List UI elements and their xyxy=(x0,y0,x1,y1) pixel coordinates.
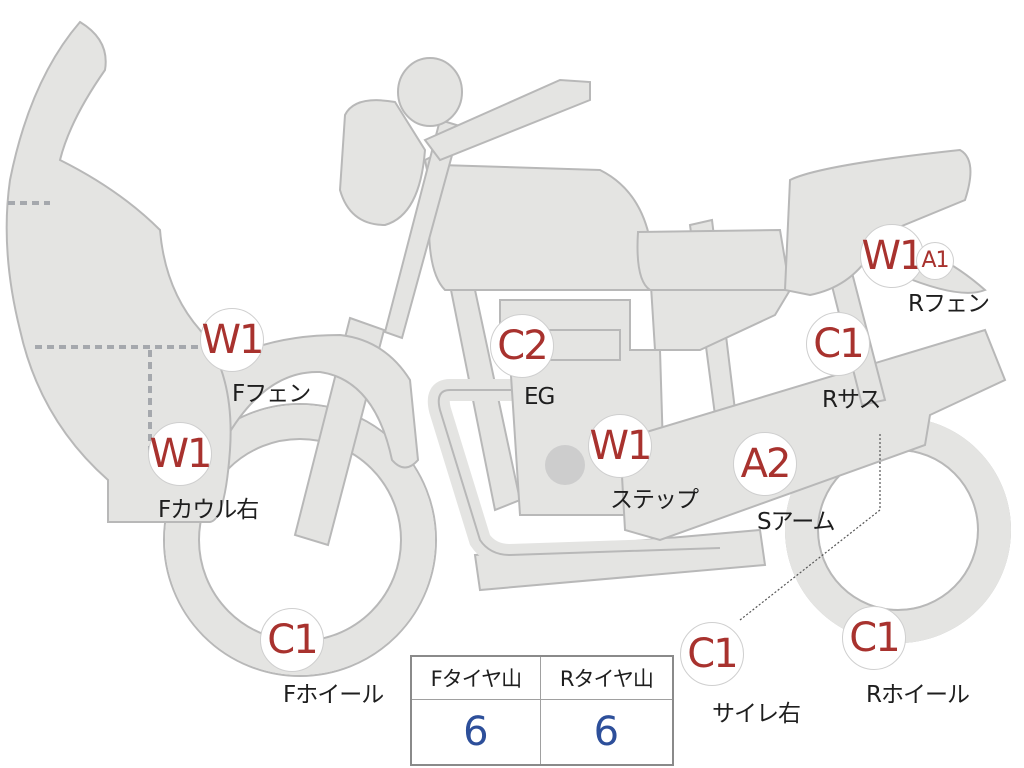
label-f-cowl-right: Fカウル右 xyxy=(158,497,259,523)
grade-badge-f-wheel: C1 xyxy=(260,608,324,672)
label-step: ステップ xyxy=(610,487,699,513)
label-swing-arm: Sアーム xyxy=(757,509,836,535)
grade-badge-r-fender-secondary: A1 xyxy=(916,242,954,280)
label-r-wheel: Rホイール xyxy=(866,682,970,708)
grade-badge-r-suspension: C1 xyxy=(806,312,870,376)
grade-badge-engine: C2 xyxy=(490,314,554,378)
handle-bar xyxy=(423,78,591,162)
r-tire-tread-value: 6 xyxy=(539,699,674,766)
tire-tread-table: Fタイヤ山 Rタイヤ山 6 6 xyxy=(410,655,674,766)
label-muffler-right: サイレ右 xyxy=(712,701,801,727)
headlight xyxy=(397,57,463,127)
label-engine: EG xyxy=(524,384,555,410)
front-fender xyxy=(208,333,420,469)
grade-badge-r-fender: W1 xyxy=(860,224,925,288)
exhaust-pipes xyxy=(427,379,721,567)
tire-tread-value-row: 6 6 xyxy=(410,699,674,766)
meter xyxy=(338,99,427,227)
label-r-fender: Rフェン xyxy=(908,291,990,317)
label-f-fender: Fフェン xyxy=(232,381,311,407)
swing-arm xyxy=(618,328,1007,542)
seat xyxy=(636,228,792,291)
tire-tread-header-row: Fタイヤ山 Rタイヤ山 xyxy=(410,655,674,700)
fuel-tank xyxy=(428,163,657,291)
label-f-wheel: Fホイール xyxy=(283,682,384,708)
grade-badge-muffler-right: C1 xyxy=(680,622,744,686)
tail-cowl xyxy=(783,148,972,297)
grade-badge-swing-arm: A2 xyxy=(733,432,797,496)
r-tire-tread-header: Rタイヤ山 xyxy=(539,655,674,700)
front-cowl xyxy=(5,20,232,523)
grade-badge-f-fender: W1 xyxy=(200,308,265,372)
f-tire-tread-header: Fタイヤ山 xyxy=(410,655,541,700)
grade-badge-r-wheel: C1 xyxy=(842,606,906,670)
label-r-suspension: Rサス xyxy=(822,387,882,413)
f-tire-tread-value: 6 xyxy=(410,699,541,766)
grade-badge-step: W1 xyxy=(588,414,653,478)
grade-badge-f-cowl-right: W1 xyxy=(148,422,213,486)
